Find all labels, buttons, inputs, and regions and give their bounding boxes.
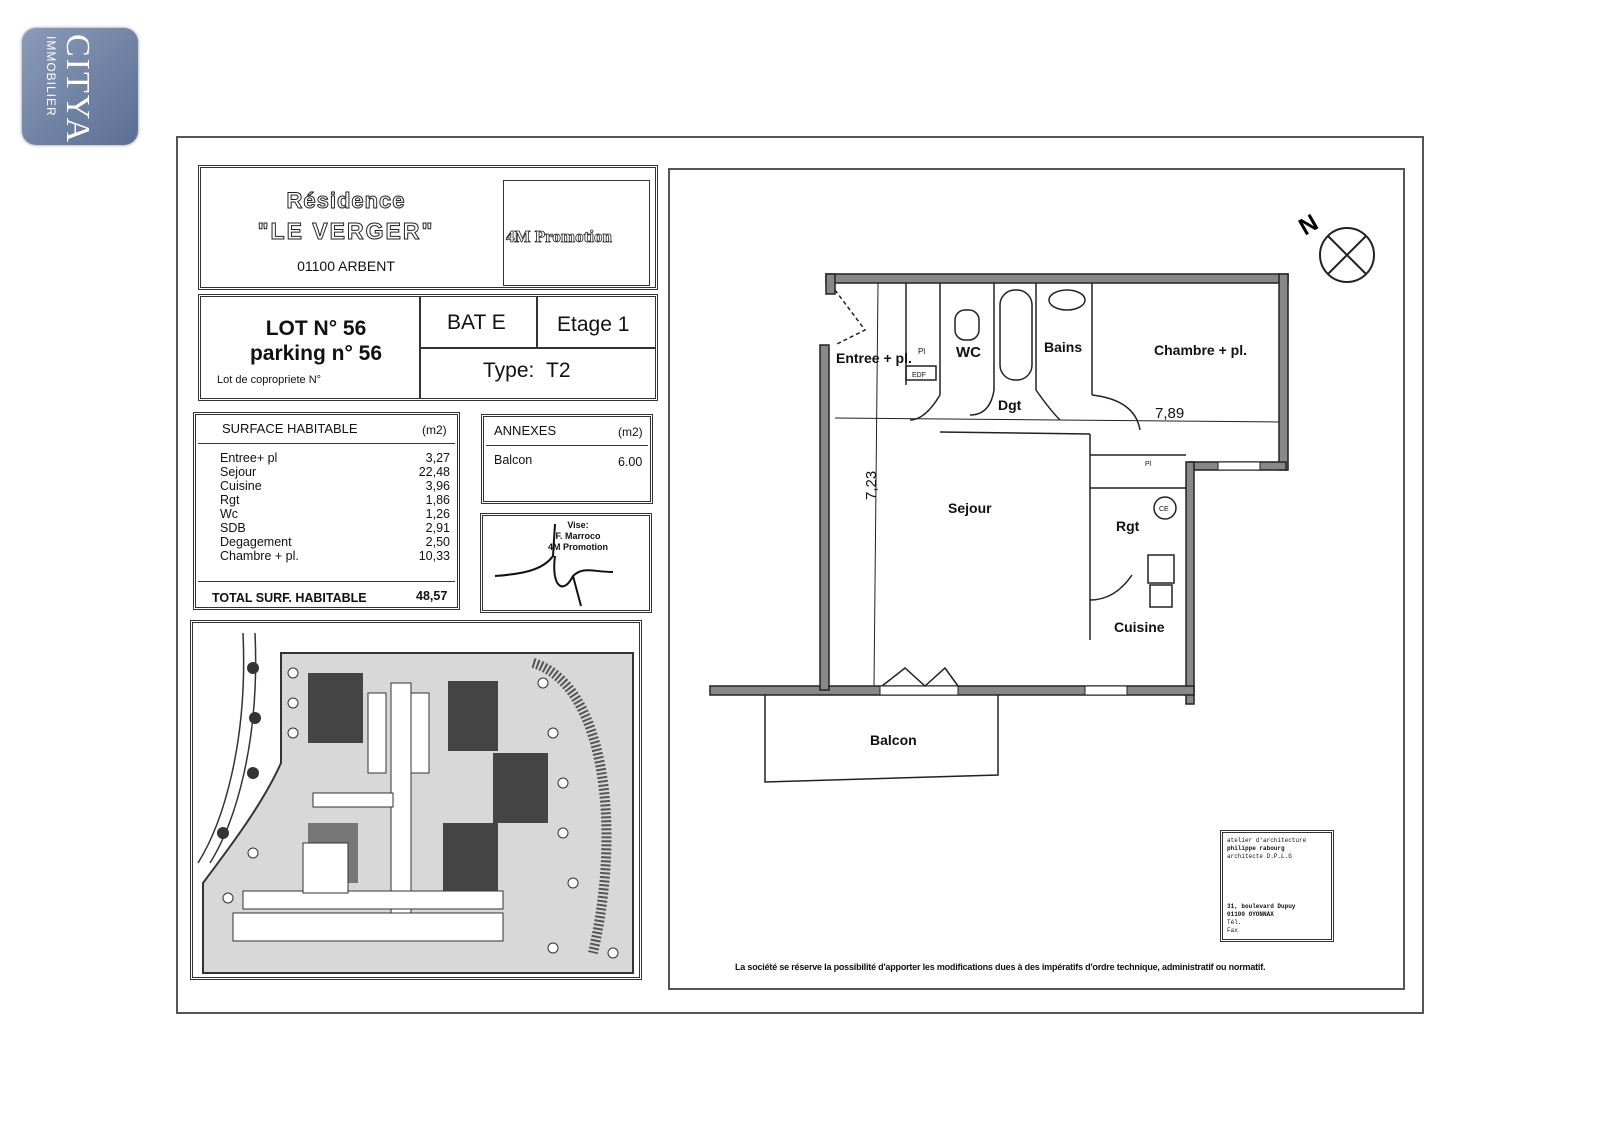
floor: Etage 1 <box>557 313 630 336</box>
room-dgt: Dgt <box>998 397 1022 413</box>
residence-name: "LE VERGER" <box>257 218 435 245</box>
north-arrow-icon: N <box>1294 209 1375 283</box>
copro-label: Lot de copropriete N° <box>217 374 322 386</box>
room-bains: Bains <box>1044 339 1082 355</box>
architect-stamp: atelier d'architecture philippe rabourg … <box>1220 830 1334 942</box>
annex-balcon-value: 6.00 <box>618 455 643 469</box>
room-ce: CE <box>1159 506 1169 513</box>
lot-number: LOT N° 56 <box>265 317 367 340</box>
annexes-table: ANNEXES (m2) Balcon 6.00 <box>481 414 653 504</box>
type-value: T2 <box>546 359 571 382</box>
signature-scribble <box>494 523 614 607</box>
building: BAT E <box>447 311 506 334</box>
residence-header: Résidence "LE VERGER" 01100 ARBENT 4M Pr… <box>198 165 658 290</box>
citya-logo: CITYA IMMOBILIER <box>22 28 138 145</box>
plan-frame <box>668 168 1405 990</box>
promoter-logo: 4M Promotion <box>503 180 650 286</box>
room-wc: WC <box>956 344 981 361</box>
type-label: Type: <box>483 359 535 382</box>
north-label: N <box>1294 209 1323 241</box>
annex-balcon-label: Balcon <box>494 453 533 467</box>
signature-box: Vise: F. Marroco 4M Promotion <box>480 513 652 613</box>
room-edf: EDF <box>912 372 926 379</box>
room-entree: Entree + pl. <box>836 350 912 366</box>
room-balcon: Balcon <box>870 732 917 748</box>
surface-unit: (m2) <box>422 423 447 437</box>
dim-width: 7,89 <box>1155 405 1184 422</box>
sheet-frame <box>176 136 1424 1014</box>
lot-info: LOT N° 56 parking n° 56 Lot de coproprie… <box>198 294 658 401</box>
parking-number: parking n° 56 <box>249 342 383 365</box>
type: Type: T2 <box>483 359 571 383</box>
surface-title: SURFACE HABITABLE <box>222 421 358 436</box>
room-pl2: Pl <box>1145 461 1152 468</box>
total-value: 48,57 <box>416 589 448 603</box>
disclaimer: La société se réserve la possibilité d'a… <box>735 962 1266 972</box>
room-sejour: Sejour <box>948 500 992 516</box>
surface-row: Chambre + pl.10,33 <box>220 549 450 563</box>
dim-depth: 7,23 <box>863 471 880 500</box>
annexes-unit: (m2) <box>618 425 643 439</box>
room-chambre: Chambre + pl. <box>1154 342 1247 358</box>
room-pl: Pl <box>918 347 925 356</box>
room-cuisine: Cuisine <box>1114 619 1165 635</box>
site-plan <box>190 620 642 980</box>
site-plan-drawing <box>197 632 634 974</box>
total-label: TOTAL SURF. HABITABLE <box>212 591 367 605</box>
residence-label: Résidence <box>286 188 406 214</box>
residence-address: 01100 ARBENT <box>297 258 395 274</box>
room-rgt: Rgt <box>1116 518 1140 534</box>
annexes-title: ANNEXES <box>494 423 557 438</box>
